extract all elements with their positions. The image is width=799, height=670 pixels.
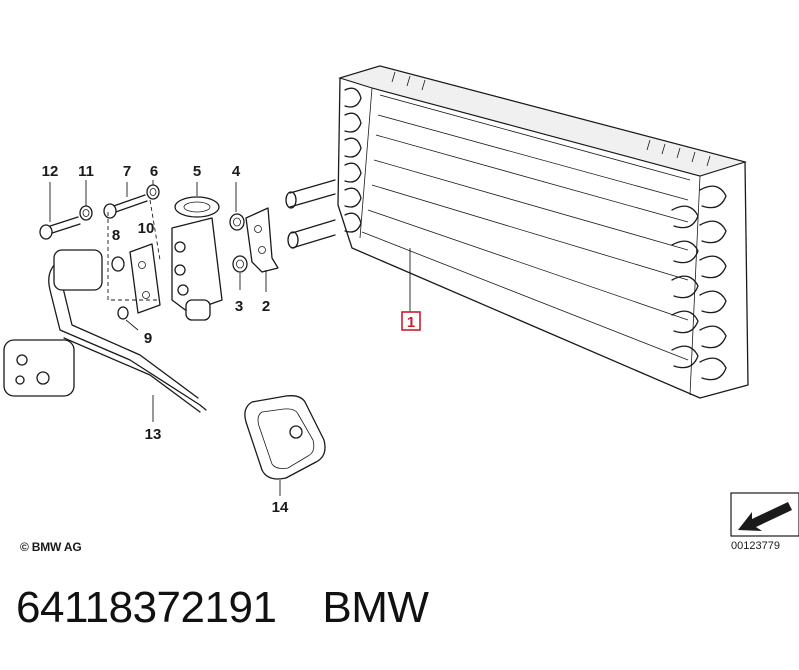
diagram-number: 00123779 xyxy=(731,540,780,552)
footer-caption: 64118372191 BMW xyxy=(16,583,429,633)
o-ring-part xyxy=(229,182,248,290)
callout-8: 8 xyxy=(112,227,120,244)
callout-12: 12 xyxy=(42,163,59,180)
callout-13: 13 xyxy=(145,426,162,443)
callout-5: 5 xyxy=(193,163,201,180)
expansion-valve-part xyxy=(171,182,223,321)
callout-10: 10 xyxy=(138,220,155,237)
bolt-part xyxy=(39,182,81,240)
copyright-label: © BMW AG xyxy=(20,540,82,554)
callout-6: 6 xyxy=(150,163,158,180)
gasket-plate-part xyxy=(245,207,279,292)
callout-9: 9 xyxy=(144,330,152,347)
washer-part-11 xyxy=(79,180,93,221)
callout-1: 1 xyxy=(407,314,415,331)
evaporator-part xyxy=(285,65,749,399)
callout-2: 2 xyxy=(262,298,270,315)
screw-part xyxy=(103,182,148,219)
brand-name: BMW xyxy=(322,583,429,632)
gasket-part xyxy=(244,395,326,496)
callout-7: 7 xyxy=(123,163,131,180)
callout-11: 11 xyxy=(78,163,94,180)
washer-part xyxy=(146,180,160,200)
direction-arrow-icon xyxy=(730,492,799,537)
seal-plate-part xyxy=(107,199,161,331)
callout-4: 4 xyxy=(232,163,241,180)
callout-1-highlight-box xyxy=(401,311,421,331)
part-number: 64118372191 xyxy=(16,583,277,632)
pressure-pipe-part xyxy=(3,249,207,422)
callout-3: 3 xyxy=(235,298,243,315)
callout-14: 14 xyxy=(272,499,289,516)
